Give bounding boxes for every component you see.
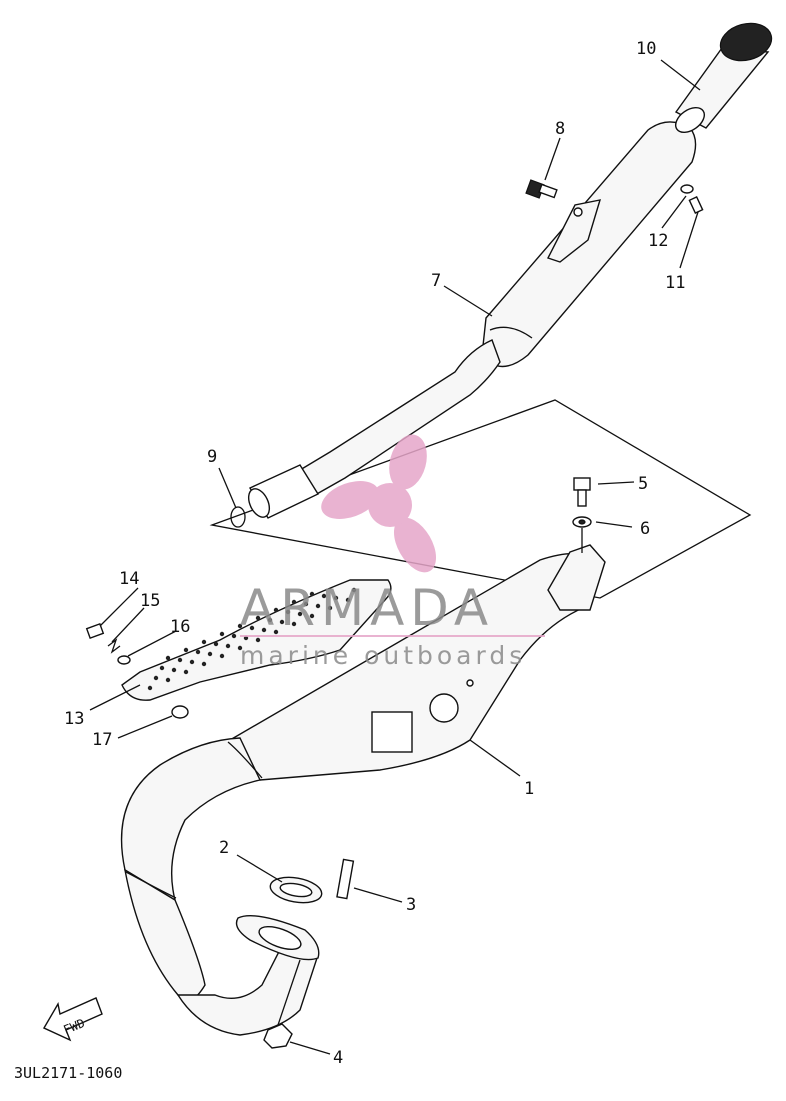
washer-part-12 xyxy=(680,184,694,194)
callout-10: 10 xyxy=(636,39,656,59)
nut-part-4 xyxy=(263,1023,293,1049)
protector-hole xyxy=(321,593,327,599)
tailpipe-part-10 xyxy=(674,22,773,134)
callout-12: 12 xyxy=(648,231,668,251)
protector-hole xyxy=(273,629,279,635)
protector-hole xyxy=(309,591,315,597)
protector-hole xyxy=(309,613,315,619)
armada-watermark: ARMADA marine outboards xyxy=(240,434,545,670)
watermark-brand: ARMADA xyxy=(240,579,494,637)
callout-1: 1 xyxy=(524,779,534,799)
ring-part-9 xyxy=(230,506,246,528)
spring-washer-part-15 xyxy=(107,638,121,654)
protector-hole xyxy=(279,619,285,625)
protector-hole xyxy=(267,617,273,623)
protector-hole xyxy=(249,625,255,631)
propeller-logo-icon xyxy=(321,434,437,573)
callout-6: 6 xyxy=(640,519,650,539)
protector-holes xyxy=(147,587,357,691)
protector-hole xyxy=(285,609,291,615)
protector-hole xyxy=(219,631,225,637)
washer-part-6 xyxy=(572,516,592,528)
protector-hole xyxy=(291,621,297,627)
protector-hole xyxy=(153,675,159,681)
protector-hole xyxy=(303,601,309,607)
washer-part-16 xyxy=(117,655,131,665)
forward-arrow-icon: FWD xyxy=(43,997,103,1042)
callout-14: 14 xyxy=(119,569,139,589)
protector-hole xyxy=(291,599,297,605)
callout-16: 16 xyxy=(170,617,190,637)
callout-8: 8 xyxy=(555,119,565,139)
protector-hole xyxy=(327,605,333,611)
stud-part-3 xyxy=(336,858,355,900)
callout-13: 13 xyxy=(64,709,84,729)
protector-hole xyxy=(189,659,195,665)
callout-4: 4 xyxy=(333,1048,343,1068)
leader-lines xyxy=(89,59,701,1055)
protector-hole xyxy=(351,587,357,593)
bolt-part-5 xyxy=(573,477,591,507)
callout-9: 9 xyxy=(207,447,217,467)
callout-17: 17 xyxy=(92,730,112,750)
silencer-part-7 xyxy=(247,121,697,519)
protector-hole xyxy=(165,677,171,683)
protector-hole xyxy=(195,649,201,655)
bolt-part-8 xyxy=(525,179,558,199)
callout-3: 3 xyxy=(406,895,416,915)
callout-5: 5 xyxy=(638,474,648,494)
reference-frame xyxy=(209,399,752,599)
inlet-flange xyxy=(235,915,320,961)
watermark-tagline: marine outboards xyxy=(240,641,526,670)
protector-hole xyxy=(231,633,237,639)
protector-hole xyxy=(177,657,183,663)
protector-hole xyxy=(207,651,213,657)
protector-hole xyxy=(219,653,225,659)
grommet-part-17 xyxy=(171,705,189,719)
protector-hole xyxy=(255,615,261,621)
protector-hole xyxy=(237,645,243,651)
protector-hole xyxy=(315,603,321,609)
protector-hole xyxy=(237,623,243,629)
protector-hole xyxy=(345,597,351,603)
protector-hole xyxy=(333,595,339,601)
callout-2: 2 xyxy=(219,838,229,858)
callout-15: 15 xyxy=(140,591,160,611)
screw-part-11 xyxy=(688,196,704,214)
protector-hole xyxy=(225,643,231,649)
drawing-code: 3UL2171-1060 xyxy=(14,1064,122,1082)
protector-hole xyxy=(165,655,171,661)
protector-hole xyxy=(297,611,303,617)
protector-hole xyxy=(171,667,177,673)
protector-hole xyxy=(201,661,207,667)
protector-hole xyxy=(201,639,207,645)
callout-labels: 1 2 3 4 5 6 7 8 9 10 11 12 13 14 15 16 1… xyxy=(64,39,685,1068)
protector-hole xyxy=(147,685,153,691)
screw-part-14 xyxy=(85,623,105,639)
gasket-part-2 xyxy=(269,876,323,904)
callout-11: 11 xyxy=(665,273,685,293)
protector-hole xyxy=(159,665,165,671)
protector-hole xyxy=(213,641,219,647)
protector-hole xyxy=(273,607,279,613)
protector-hole xyxy=(255,637,261,643)
protector-hole xyxy=(183,669,189,675)
protector-hole xyxy=(183,647,189,653)
protector-hole xyxy=(261,627,267,633)
callout-7: 7 xyxy=(431,271,441,291)
